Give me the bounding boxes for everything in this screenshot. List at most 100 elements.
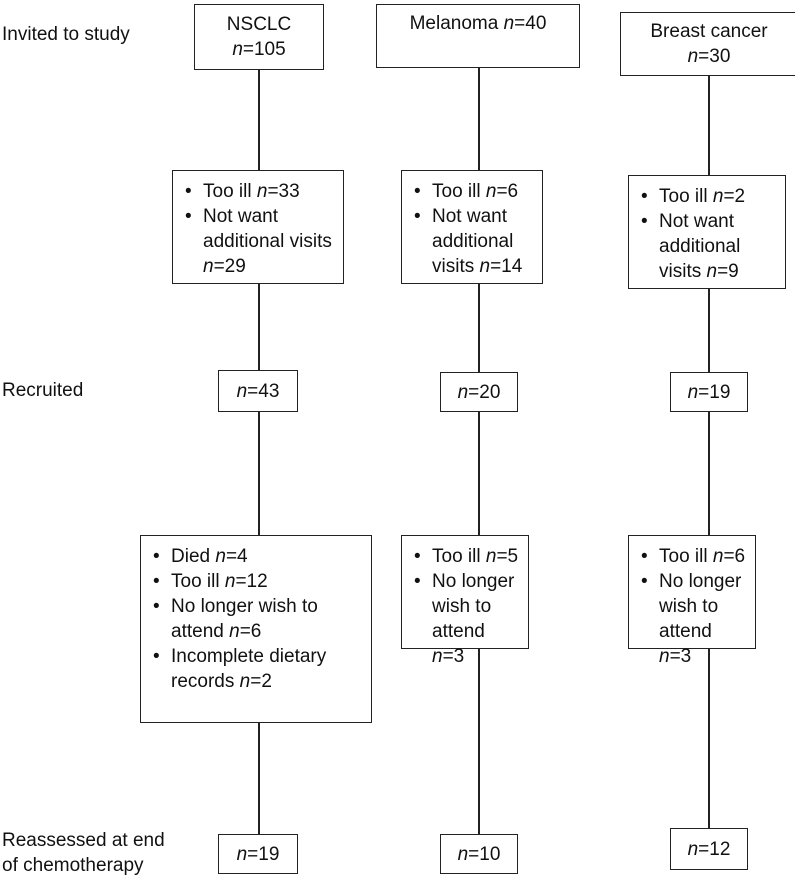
n-symbol: n bbox=[712, 546, 724, 567]
exclusion-count: =33 bbox=[267, 181, 300, 202]
n-symbol: n bbox=[706, 261, 718, 282]
exclusion-reason: Not want additional visits bbox=[432, 206, 514, 277]
n-symbol: n bbox=[485, 546, 497, 567]
n-symbol: n bbox=[256, 181, 268, 202]
n-symbol: n bbox=[232, 39, 243, 60]
exclusion-reason: Not want additional visits bbox=[659, 211, 741, 282]
breast-title: Breast cancer bbox=[650, 21, 768, 42]
exclusion-reason: Too ill bbox=[432, 181, 486, 202]
nsclc-invited-box: NSCLC n=105 bbox=[194, 4, 324, 70]
exclusion-count: =6 bbox=[496, 181, 519, 202]
melanoma-recruited-count: n=20 bbox=[458, 380, 501, 405]
exclusion-item: No longer wish to attend n=3 bbox=[410, 569, 520, 669]
exclusion-item: Not want additional visits n=14 bbox=[410, 204, 534, 279]
breast-exclusion-list-1: Too ill n =2Not want additional visits n=… bbox=[637, 184, 777, 284]
exclusion-count: =4 bbox=[225, 546, 248, 567]
breast-exclusion-list-2: Too ill n=6No longer wish to attend n=3 bbox=[637, 544, 747, 669]
exclusion-count: =5 bbox=[496, 546, 519, 567]
n-symbol: n bbox=[224, 571, 236, 592]
exclusion-count: =6 bbox=[723, 546, 746, 567]
n-symbol: n bbox=[457, 843, 469, 865]
exclusion-count: =9 bbox=[717, 261, 739, 282]
nsclc-exclusion-list-1: Too ill n=33Not want additional visits n… bbox=[181, 179, 335, 279]
melanoma-invited-value: =40 bbox=[514, 13, 547, 34]
nsclc-recruited-box: n=43 bbox=[218, 370, 298, 412]
n-symbol: n bbox=[479, 256, 491, 277]
exclusion-reason: Died bbox=[171, 546, 216, 567]
connector-nsclc bbox=[258, 70, 260, 840]
row-label-invited: Invited to study bbox=[2, 24, 130, 45]
exclusion-item: Too ill n=33 bbox=[181, 179, 335, 204]
nsclc-recruited-value: =43 bbox=[247, 380, 280, 402]
exclusion-reason: No longer wish to attend bbox=[432, 571, 515, 642]
exclusion-item: Not want additional visits n=9 bbox=[637, 209, 777, 284]
exclusion-reason: Too ill bbox=[171, 571, 225, 592]
exclusion-count: =3 bbox=[669, 646, 692, 667]
nsclc-exclusion-box-1: Too ill n=33Not want additional visits n… bbox=[172, 170, 344, 284]
breast-reassessed-value: =12 bbox=[698, 838, 731, 860]
n-symbol: n bbox=[239, 671, 251, 692]
melanoma-title-count: Melanoma n=40 bbox=[410, 11, 547, 36]
n-symbol: n bbox=[659, 646, 670, 667]
exclusion-reason: Incomplete dietary records bbox=[171, 646, 327, 692]
nsclc-reassessed-value: =19 bbox=[247, 843, 280, 865]
row-label-reassessed-line2: of chemotherapy bbox=[2, 855, 144, 876]
n-symbol: n bbox=[687, 381, 699, 403]
exclusion-count: =14 bbox=[490, 256, 523, 277]
breast-reassessed-box: n=12 bbox=[670, 828, 748, 870]
exclusion-item: Incomplete dietary records n=2 bbox=[149, 644, 363, 694]
exclusion-count: =2 bbox=[723, 186, 746, 207]
exclusion-reason: Too ill bbox=[203, 181, 257, 202]
n-symbol: n bbox=[236, 843, 248, 865]
n-symbol: n bbox=[687, 46, 699, 67]
exclusion-item: Too ill n=5 bbox=[410, 544, 520, 569]
exclusion-reason: Too ill bbox=[659, 546, 713, 567]
melanoma-exclusion-box-1: Too ill n=6Not want additional visits n=… bbox=[401, 170, 543, 284]
exclusion-item: No longer wish to attend n=3 bbox=[637, 569, 747, 669]
breast-recruited-value: =19 bbox=[698, 381, 731, 403]
nsclc-invited-count: n=105 bbox=[232, 37, 285, 62]
nsclc-exclusion-list-2: Died n=4Too ill n=12No longer wish to at… bbox=[149, 544, 363, 694]
breast-recruited-box: n=19 bbox=[670, 372, 748, 412]
melanoma-reassessed-box: n=10 bbox=[440, 834, 518, 874]
breast-invited-box: Breast cancer n=30 bbox=[620, 12, 795, 76]
row-label-reassessed-line1: Reassessed at end bbox=[2, 830, 165, 851]
exclusion-count: =2 bbox=[250, 671, 272, 692]
exclusion-item: Too ill n=6 bbox=[637, 544, 747, 569]
row-label-recruited: Recruited bbox=[2, 380, 84, 401]
n-symbol: n bbox=[432, 646, 443, 667]
breast-reassessed-count: n=12 bbox=[688, 837, 731, 862]
n-symbol: n bbox=[503, 13, 515, 34]
n-symbol: n bbox=[203, 256, 214, 277]
n-symbol: n bbox=[687, 838, 699, 860]
melanoma-title: Melanoma bbox=[409, 13, 504, 34]
nsclc-reassessed-box: n=19 bbox=[218, 834, 298, 874]
nsclc-recruited-count: n=43 bbox=[237, 379, 280, 404]
melanoma-exclusion-box-2: Too ill n=5No longer wish to attend n=3 bbox=[401, 535, 529, 667]
n-symbol: n bbox=[236, 380, 248, 402]
exclusion-reason: No longer wish to attend bbox=[171, 596, 318, 642]
exclusion-reason: Too ill bbox=[659, 186, 713, 207]
melanoma-invited-box: Melanoma n=40 bbox=[376, 4, 580, 68]
exclusion-reason: No longer wish to attend bbox=[659, 571, 742, 642]
n-symbol: n bbox=[229, 621, 240, 642]
breast-recruited-count: n=19 bbox=[688, 380, 731, 405]
exclusion-item: Died n=4 bbox=[149, 544, 363, 569]
connector-melanoma bbox=[478, 68, 480, 840]
n-symbol: n bbox=[457, 381, 469, 403]
breast-invited-count: n=30 bbox=[688, 44, 731, 69]
nsclc-exclusion-box-2: Died n=4Too ill n=12No longer wish to at… bbox=[140, 535, 372, 723]
nsclc-invited-value: =105 bbox=[242, 39, 286, 60]
breast-exclusion-box-1: Too ill n =2Not want additional visits n=… bbox=[628, 175, 786, 289]
melanoma-exclusion-list-2: Too ill n=5No longer wish to attend n=3 bbox=[410, 544, 520, 669]
exclusion-item: Too ill n=6 bbox=[410, 179, 534, 204]
n-symbol: n bbox=[215, 546, 226, 567]
exclusion-count: =3 bbox=[442, 646, 465, 667]
breast-exclusion-box-2: Too ill n=6No longer wish to attend n=3 bbox=[628, 535, 756, 667]
row-label-reassessed: Reassessed at end of chemotherapy bbox=[2, 828, 165, 878]
exclusion-item: Not want additional visits n=29 bbox=[181, 204, 335, 279]
n-symbol: n bbox=[485, 181, 497, 202]
nsclc-reassessed-count: n=19 bbox=[237, 842, 280, 867]
exclusion-reason: Too ill bbox=[432, 546, 486, 567]
exclusion-item: No longer wish to attend n=6 bbox=[149, 594, 363, 644]
